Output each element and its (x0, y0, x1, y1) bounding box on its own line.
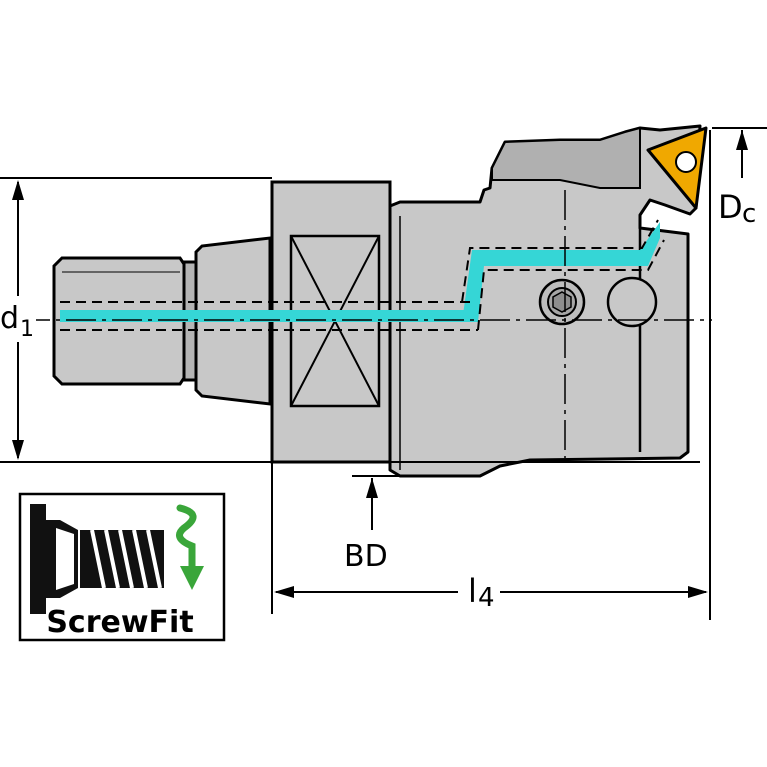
cutting-insert (646, 126, 708, 210)
logo-text: ScrewFit (46, 605, 193, 640)
label-dc-sub: c (742, 199, 756, 229)
coolant-channel (60, 219, 665, 331)
coolant-hole (606, 276, 658, 328)
center-lines (20, 190, 712, 458)
dimension-d1: d 1 (0, 177, 700, 463)
screw-thread-rotate-icon (30, 504, 204, 614)
dimension-bd: BD (344, 475, 400, 574)
dimension-l4: l 4 (271, 130, 711, 620)
label-d1: d (0, 301, 19, 336)
screwfit-logo: ScrewFit (18, 492, 226, 642)
label-l4-sub: 4 (478, 583, 495, 613)
dimension-dc: D c (712, 127, 767, 229)
label-l4: l (468, 572, 477, 610)
label-dc: D (718, 188, 743, 226)
tool-head (388, 124, 702, 478)
label-bd: BD (344, 539, 388, 574)
clamp-screw (538, 278, 586, 326)
label-d1-sub: 1 (20, 317, 34, 342)
